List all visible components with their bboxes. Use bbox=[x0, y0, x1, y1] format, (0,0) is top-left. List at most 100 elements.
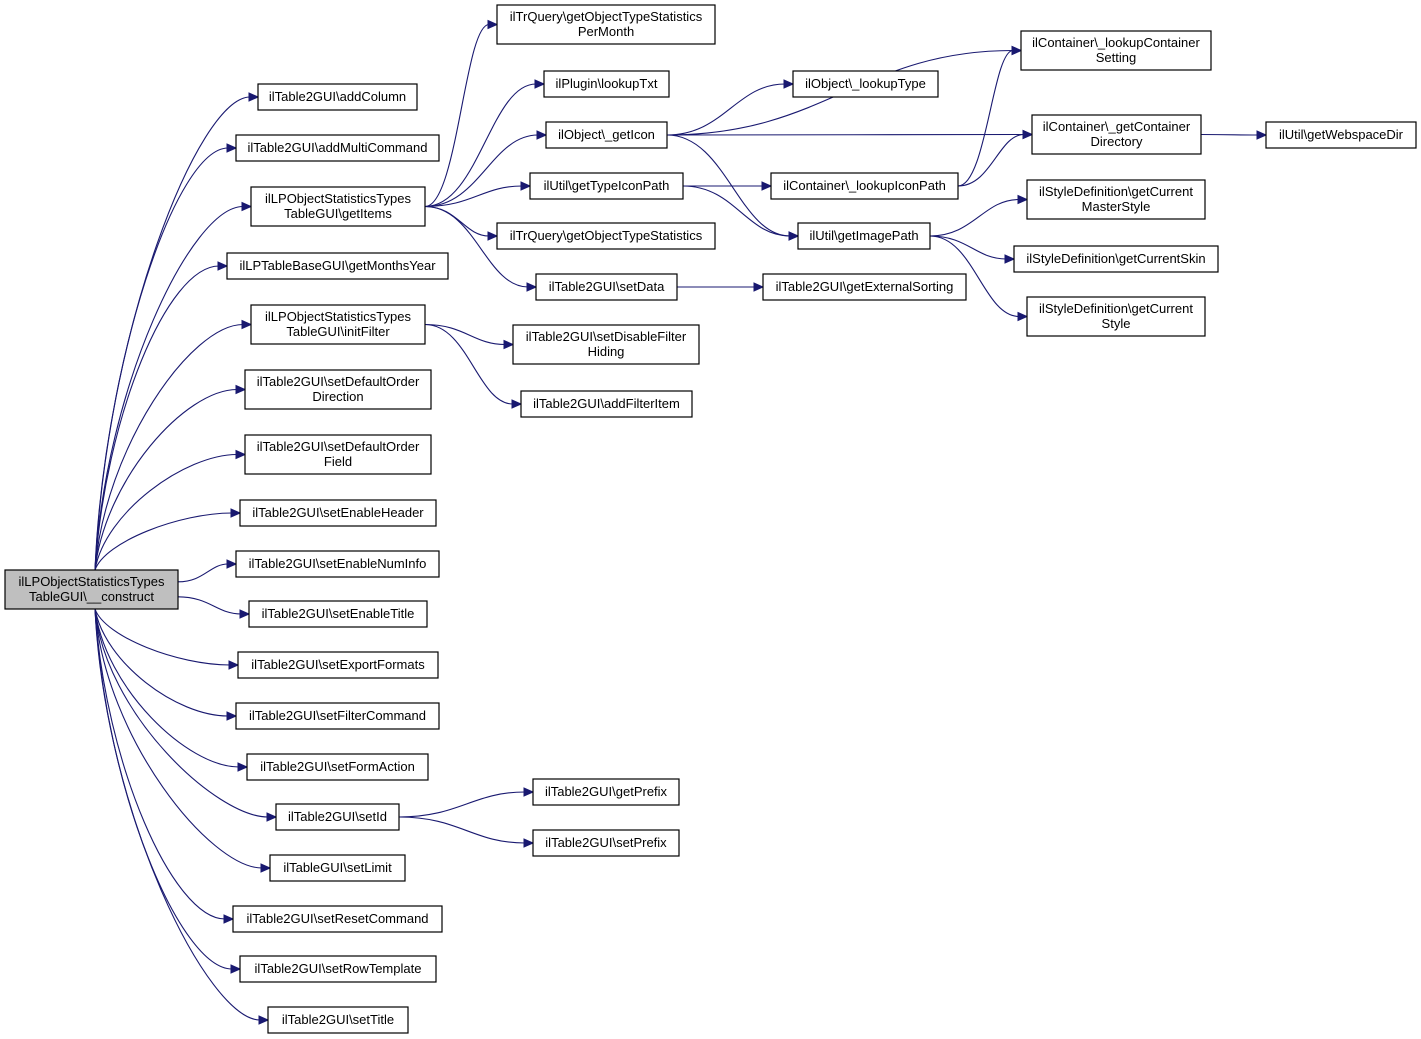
edge-root-to-setDefaultOrderDirection bbox=[94, 388, 238, 571]
arrowhead-root-to-setFormAction bbox=[237, 762, 249, 772]
node-box bbox=[237, 651, 439, 679]
node-label: Directory bbox=[1090, 134, 1143, 149]
node-label: ilTable2GUI\setRowTemplate bbox=[255, 961, 422, 976]
arrowhead-root-to-getItems bbox=[241, 201, 253, 212]
node-trqPerMonth[interactable]: ilTrQuery\getObjectTypeStatisticsPerMont… bbox=[496, 4, 716, 45]
node-box bbox=[797, 222, 931, 250]
node-getPrefix[interactable]: ilTable2GUI\getPrefix bbox=[532, 778, 680, 806]
edge-initFilter-to-addFilterItem bbox=[424, 323, 514, 405]
node-setFormAction[interactable]: ilTable2GUI\setFormAction bbox=[246, 753, 429, 781]
node-label: TableGUI\initFilter bbox=[286, 324, 390, 339]
node-addMultiCommand[interactable]: ilTable2GUI\addMultiCommand bbox=[235, 134, 440, 162]
node-label: Direction bbox=[312, 389, 363, 404]
node-box bbox=[248, 600, 428, 628]
edge-root-to-setTitle bbox=[94, 608, 261, 1021]
node-box bbox=[4, 569, 179, 610]
node-label: ilStyleDefinition\getCurrent bbox=[1039, 184, 1193, 199]
node-setTitle[interactable]: ilTable2GUI\setTitle bbox=[267, 1006, 409, 1034]
edge-root-to-setEnableHeader bbox=[94, 512, 233, 571]
node-label: ilTable2GUI\addMultiCommand bbox=[248, 140, 428, 155]
node-initFilter[interactable]: ilLPObjectStatisticsTypesTableGUI\initFi… bbox=[250, 304, 426, 345]
node-setPrefix[interactable]: ilTable2GUI\setPrefix bbox=[532, 829, 680, 857]
node-box bbox=[1020, 30, 1212, 71]
node-label: ilUtil\getWebspaceDir bbox=[1279, 127, 1404, 142]
node-setEnableNumInfo[interactable]: ilTable2GUI\setEnableNumInfo bbox=[235, 550, 440, 578]
node-setLimit[interactable]: ilTableGUI\setLimit bbox=[269, 854, 406, 882]
edge-getImagePath-to-getCurrentStyle bbox=[929, 235, 1020, 318]
node-getTypeIconPath[interactable]: ilUtil\getTypeIconPath bbox=[529, 172, 684, 200]
node-lookupTxt[interactable]: ilPlugin\lookupTxt bbox=[543, 70, 670, 98]
node-box bbox=[535, 273, 678, 301]
node-label: ilUtil\getImagePath bbox=[809, 228, 918, 243]
node-getImagePath[interactable]: ilUtil\getImagePath bbox=[797, 222, 931, 250]
node-getWebspaceDir[interactable]: ilUtil\getWebspaceDir bbox=[1265, 121, 1417, 149]
node-label: ilTable2GUI\addColumn bbox=[269, 89, 406, 104]
arrowhead-root-to-addColumn bbox=[248, 92, 260, 102]
node-label: ilTable2GUI\setResetCommand bbox=[246, 911, 428, 926]
node-box bbox=[1026, 179, 1206, 220]
node-label: ilLPObjectStatisticsTypes bbox=[19, 574, 165, 589]
arrowhead-getTypeIconPath-to-lookupIconPath bbox=[761, 181, 773, 191]
node-setResetCommand[interactable]: ilTable2GUI\setResetCommand bbox=[232, 905, 443, 933]
arrowhead-setId-to-setPrefix bbox=[523, 838, 535, 848]
node-root[interactable]: ilLPObjectStatisticsTypesTableGUI\__cons… bbox=[4, 569, 179, 610]
node-setEnableTitle[interactable]: ilTable2GUI\setEnableTitle bbox=[248, 600, 428, 628]
node-box bbox=[532, 778, 680, 806]
node-lookupIconPath[interactable]: ilContainer\_lookupIconPath bbox=[770, 172, 959, 200]
node-setId[interactable]: ilTable2GUI\setId bbox=[275, 803, 400, 831]
arrowhead-getContainerDirectory-to-getWebspaceDir bbox=[1256, 130, 1268, 140]
node-box bbox=[496, 4, 716, 45]
node-label: ilTable2GUI\setEnableNumInfo bbox=[249, 556, 427, 571]
node-setExportFormats[interactable]: ilTable2GUI\setExportFormats bbox=[237, 651, 439, 679]
node-getCurrentSkin[interactable]: ilStyleDefinition\getCurrentSkin bbox=[1013, 245, 1219, 273]
node-label: TableGUI\getItems bbox=[284, 206, 392, 221]
node-label: ilObject\_lookupType bbox=[805, 76, 926, 91]
node-setEnableHeader[interactable]: ilTable2GUI\setEnableHeader bbox=[239, 499, 437, 527]
edge-root-to-setResetCommand bbox=[94, 608, 226, 920]
node-box bbox=[239, 499, 437, 527]
node-box bbox=[269, 854, 406, 882]
edge-getIcon-to-getContainerDirectory bbox=[666, 133, 1025, 136]
arrowhead-root-to-setEnableHeader bbox=[230, 508, 242, 518]
node-addColumn[interactable]: ilTable2GUI\addColumn bbox=[257, 83, 418, 111]
nodes-layer: ilLPObjectStatisticsTypesTableGUI\__cons… bbox=[4, 4, 1417, 1034]
node-setRowTemplate[interactable]: ilTable2GUI\setRowTemplate bbox=[239, 955, 437, 983]
node-setFilterCommand[interactable]: ilTable2GUI\setFilterCommand bbox=[235, 702, 440, 730]
node-box bbox=[792, 70, 939, 98]
arrowhead-getItems-to-setData bbox=[526, 282, 538, 292]
node-getMonthsYear[interactable]: ilLPTableBaseGUI\getMonthsYear bbox=[226, 252, 449, 280]
arrowhead-setId-to-getPrefix bbox=[523, 787, 535, 797]
edge-getIcon-to-lookupType bbox=[666, 83, 786, 136]
node-getItems[interactable]: ilLPObjectStatisticsTypesTableGUI\getIte… bbox=[250, 186, 426, 227]
arrowhead-root-to-setFilterCommand bbox=[226, 711, 238, 721]
node-getIcon[interactable]: ilObject\_getIcon bbox=[545, 121, 668, 149]
node-label: ilUtil\getTypeIconPath bbox=[544, 178, 670, 193]
edge-lookupIconPath-to-lookupContainerSetting bbox=[957, 49, 1014, 187]
node-box bbox=[1031, 114, 1202, 155]
node-lookupType[interactable]: ilObject\_lookupType bbox=[792, 70, 939, 98]
arrowhead-lookupIconPath-to-lookupContainerSetting bbox=[1011, 45, 1023, 56]
edge-root-to-setEnableTitle bbox=[177, 596, 242, 615]
node-label: ilTable2GUI\setPrefix bbox=[545, 835, 667, 850]
node-box bbox=[235, 702, 440, 730]
node-box bbox=[770, 172, 959, 200]
node-box bbox=[244, 369, 432, 410]
node-trqStats[interactable]: ilTrQuery\getObjectTypeStatistics bbox=[496, 222, 716, 250]
node-getExternalSorting[interactable]: ilTable2GUI\getExternalSorting bbox=[762, 273, 967, 301]
node-setData[interactable]: ilTable2GUI\setData bbox=[535, 273, 678, 301]
node-box bbox=[250, 186, 426, 227]
edge-getItems-to-lookupTxt bbox=[424, 83, 537, 208]
node-label: ilLPTableBaseGUI\getMonthsYear bbox=[239, 258, 436, 273]
node-label: ilTable2GUI\addFilterItem bbox=[533, 396, 680, 411]
node-box bbox=[275, 803, 400, 831]
node-addFilterItem[interactable]: ilTable2GUI\addFilterItem bbox=[520, 390, 693, 418]
node-label: ilLPObjectStatisticsTypes bbox=[265, 191, 411, 206]
